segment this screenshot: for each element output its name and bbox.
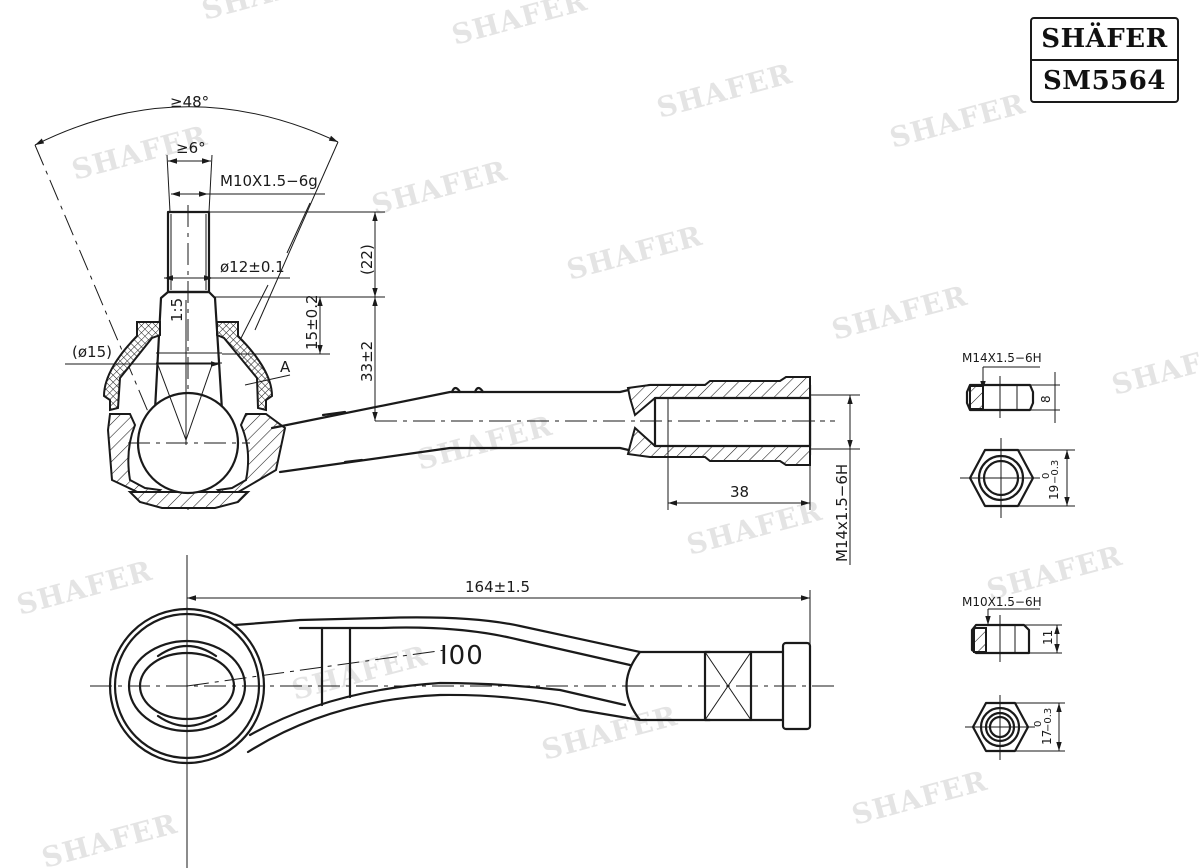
arm-bumps bbox=[450, 386, 485, 394]
nut-m10-af-label: 17 bbox=[1040, 730, 1054, 745]
detail-a-label: A bbox=[280, 358, 291, 376]
swing-line bbox=[157, 364, 187, 441]
title-block: SHÄFER SM5564 bbox=[1030, 17, 1179, 103]
brand-name: SHÄFER bbox=[1041, 24, 1168, 54]
watermark: SHAFER bbox=[368, 154, 511, 222]
dust-boot-left bbox=[102, 321, 161, 412]
wrench-flats bbox=[703, 650, 753, 722]
part-number: SM5564 bbox=[1032, 59, 1177, 101]
housing-bottom bbox=[127, 491, 251, 509]
stud-axis-label: 33±2 bbox=[358, 341, 376, 382]
nut-m10-side bbox=[970, 623, 1031, 655]
swing-limit-line-left bbox=[34, 144, 161, 441]
stud-seat-outer bbox=[127, 639, 247, 733]
angle-48-arc bbox=[34, 106, 339, 146]
angle-6-ext-left bbox=[166, 154, 171, 213]
part-marking: I00 bbox=[440, 641, 484, 671]
stud-diameter-label: ø12±0.1 bbox=[220, 258, 285, 276]
nut-m14-tol-upper: 0 bbox=[1041, 473, 1052, 479]
nut-m10-tol-upper: 0 bbox=[1033, 721, 1044, 727]
watermark: SHAFER bbox=[653, 57, 796, 125]
arm-neck bbox=[625, 650, 642, 722]
watermark: SHAFER bbox=[448, 0, 591, 52]
overall-length-label: 164±1.5 bbox=[465, 578, 530, 596]
nut-m14-tol-lower: −0.3 bbox=[1050, 460, 1061, 484]
nut-m14-af-label: 19 bbox=[1047, 485, 1061, 500]
watermark: SHAFER bbox=[538, 699, 681, 767]
end-collar bbox=[781, 641, 812, 731]
watermark: SHAFER bbox=[38, 807, 181, 868]
watermark: SHAFER bbox=[198, 0, 341, 27]
bore-thread-label: M14x1.5−6H bbox=[833, 464, 851, 562]
watermark: SHAFER bbox=[13, 554, 156, 622]
thread-leader-2 bbox=[286, 202, 311, 254]
arm-flange bbox=[343, 458, 364, 464]
stud-seat-lobes bbox=[156, 645, 218, 727]
nut-m10-detail: M10X1.5−6H 11 17 0 −0.3 bbox=[962, 595, 1065, 760]
bore-depth-label: 38 bbox=[730, 483, 749, 501]
watermark: SHAFER bbox=[413, 409, 556, 477]
angle-6-ext-right bbox=[208, 154, 213, 213]
arm-top-edge-outer bbox=[233, 616, 712, 654]
watermark: SHAFER bbox=[848, 764, 991, 832]
arm-top-edge-inner bbox=[298, 626, 632, 667]
swing-limit-line-right bbox=[254, 141, 339, 331]
nut-m14-height-label: 8 bbox=[1039, 395, 1053, 403]
side-view: ≥48° ≥6° M10X1.5−6g ø12±0.1 1:5 bbox=[34, 93, 860, 565]
watermark: SHAFER bbox=[828, 279, 971, 347]
stud-length-label: (22) bbox=[358, 244, 376, 275]
watermark: SHAFER bbox=[683, 494, 826, 562]
angle-total-label: ≥48° bbox=[170, 93, 209, 111]
housing-outer-circle bbox=[108, 607, 266, 765]
housing-inner-circle bbox=[113, 612, 261, 760]
threaded-bore bbox=[653, 396, 812, 448]
stud-seat-inner bbox=[138, 651, 236, 721]
watermark: SHAFER bbox=[1108, 334, 1200, 402]
arm-rib bbox=[320, 626, 352, 707]
nut-m10-section bbox=[973, 627, 987, 653]
watermark: SHAFER bbox=[886, 87, 1029, 155]
top-view: 164±1.5 I00 bbox=[90, 555, 840, 868]
angle-min-label: ≥6° bbox=[176, 139, 206, 157]
nut-m10-thread-label: M10X1.5−6H bbox=[962, 595, 1042, 609]
watermark: SHAFER bbox=[563, 219, 706, 287]
stud-thread-label: M10X1.5−6g bbox=[220, 172, 318, 190]
flats-cross bbox=[704, 651, 752, 721]
nut-m14-section bbox=[969, 385, 984, 410]
boot-diameter-label: (ø15) bbox=[72, 343, 112, 361]
arm-skew-centerline bbox=[186, 649, 446, 687]
nut-m14-thread-label: M14X1.5−6H bbox=[962, 351, 1042, 365]
arm-bottom-edge-outer bbox=[246, 693, 712, 754]
nut-m10-tol-lower: −0.3 bbox=[1043, 708, 1054, 732]
arm-flange bbox=[321, 410, 347, 417]
taper-height-label: 15±0.2 bbox=[303, 294, 321, 350]
taper-ratio-label: 1:5 bbox=[168, 298, 186, 322]
nut-m10-height-label: 11 bbox=[1041, 630, 1055, 645]
arm-bottom-edge-inner bbox=[248, 681, 627, 737]
detail-a-leader bbox=[244, 374, 291, 386]
dust-boot-right bbox=[216, 321, 274, 412]
bore-wall-top bbox=[626, 376, 811, 417]
swing-line bbox=[185, 364, 213, 441]
nut-m14-detail: M14X1.5−6H 8 19 0 −0.3 bbox=[960, 351, 1075, 518]
